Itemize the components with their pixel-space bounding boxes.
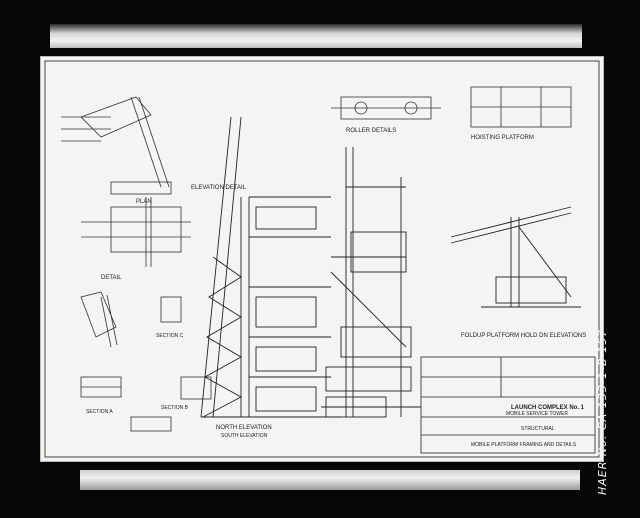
label-roller-details: ROLLER DETAILS	[346, 128, 396, 134]
label-plan: PLAN	[136, 199, 152, 205]
roller-details	[331, 96, 441, 120]
engineering-drawing-sheet: ELEVATION DETAIL PLAN DETAIL SECTION C S…	[40, 56, 604, 462]
center-platform-elevation	[321, 147, 421, 418]
label-elevation-detail: ELEVATION DETAIL	[191, 185, 247, 191]
label-north-elevation: NORTH ELEVATION	[216, 425, 272, 431]
label-section-c: SECTION C	[156, 333, 184, 339]
label-section-a: SECTION A	[86, 409, 113, 415]
title-block	[420, 356, 596, 454]
label-platform-elevations: FOLDUP PLATFORM HOLD DN ELEVATIONS	[461, 333, 586, 339]
label-section-b: SECTION B	[161, 405, 189, 411]
label-south-elevation: SOUTH ELEVATION	[221, 433, 268, 439]
left-lower-details	[80, 291, 212, 432]
title-block-sheet-title: MOBILE PLATFORM FRAMING AND DETAILS	[471, 442, 577, 448]
left-plan-detail	[81, 197, 191, 267]
torn-paper-top-edge	[50, 24, 582, 48]
upper-left-detail	[61, 96, 172, 195]
tower-lattice-elevation	[200, 116, 341, 418]
torn-paper-bottom-edge	[80, 470, 580, 490]
title-block-subtitle: MOBILE SERVICE TOWER	[506, 411, 568, 417]
title-block-project: LAUNCH COMPLEX No. 1	[511, 405, 585, 411]
archive-reference-number: HAER No. CA-133-1-B-157	[596, 328, 609, 495]
platform-elevations	[450, 206, 581, 308]
drawing-linework: ELEVATION DETAIL PLAN DETAIL SECTION C S…	[44, 60, 600, 458]
label-hoisting-platform: HOISTING PLATFORM	[471, 135, 534, 141]
label-detail: DETAIL	[101, 275, 122, 281]
title-block-discipline: STRUCTURAL	[521, 426, 555, 432]
hoisting-platform-detail	[470, 86, 572, 128]
